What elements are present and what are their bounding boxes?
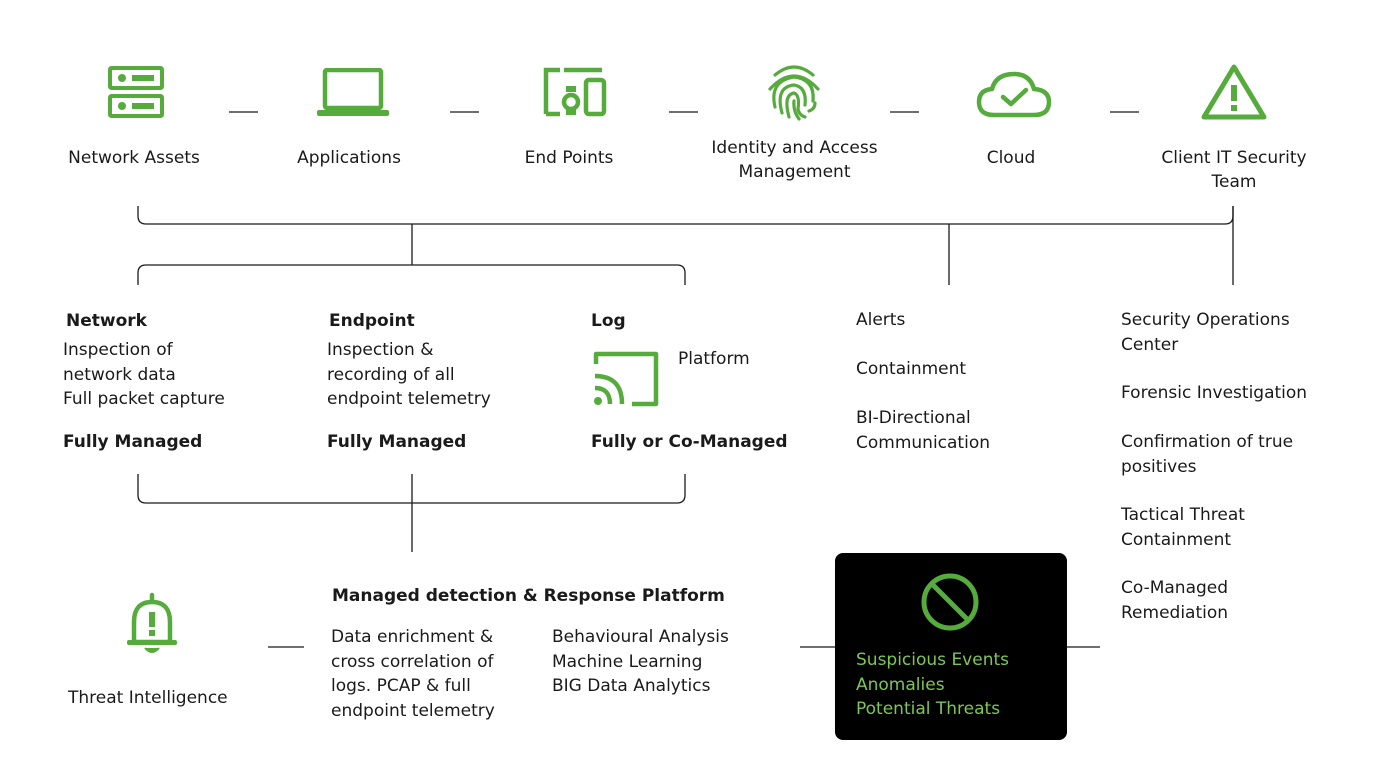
- top-label-end-points: End Points: [524, 148, 614, 168]
- soc-item: Confirmation of true positives: [1121, 432, 1294, 477]
- top-label-applications: Applications: [297, 148, 401, 168]
- cloud-check-icon: [976, 71, 1052, 119]
- log-platform-label: Platform: [678, 349, 750, 369]
- laptop-icon: [317, 68, 389, 118]
- suspicious-events-box: Suspicious Events Anomalies Potential Th…: [835, 553, 1067, 740]
- network-description: Inspection of network data Full packet c…: [63, 338, 303, 412]
- devices-icon: [540, 66, 608, 118]
- mdr-line: Behavioural Analysis: [552, 627, 729, 647]
- mdr-line: Data enrichment &: [331, 627, 494, 647]
- mdr-column-1: Data enrichment & cross correlation of l…: [331, 625, 531, 723]
- warning-icon: [1200, 63, 1268, 121]
- top-label-network-assets: Network Assets: [68, 148, 200, 168]
- mdr-title: Managed detection & Response Platform: [332, 586, 725, 606]
- endpoint-line: endpoint telemetry: [327, 389, 491, 409]
- prohibited-icon: [919, 571, 981, 633]
- top-label-cloud: Cloud: [986, 148, 1036, 168]
- mdr-line: BIG Data Analytics: [552, 676, 711, 696]
- bell-alert-icon: [124, 592, 180, 658]
- network-line: Full packet capture: [63, 389, 225, 409]
- cast-icon: [592, 350, 662, 408]
- soc-item: Security Operations Center: [1121, 310, 1290, 355]
- top-label-client-it: Client IT Security Team: [1161, 148, 1307, 192]
- soc-item: Co-Managed Remediation: [1121, 578, 1229, 623]
- server-icon: [108, 66, 166, 120]
- top-label-identity: Identity and Access Management: [711, 138, 878, 182]
- suspicious-line: Anomalies: [856, 674, 945, 695]
- mdr-line: endpoint telemetry: [331, 700, 495, 721]
- action-containment: Containment: [856, 359, 967, 379]
- action-alerts: Alerts: [856, 310, 906, 330]
- mdr-line: Machine Learning: [552, 651, 703, 672]
- endpoint-description: Inspection & recording of all endpoint t…: [327, 338, 567, 412]
- mdr-line: logs. PCAP & full: [331, 676, 471, 696]
- soc-item: Forensic Investigation: [1121, 383, 1308, 403]
- threat-intel-label: Threat Intelligence: [68, 688, 228, 708]
- action-bidirectional: BI-Directional Communication: [856, 408, 990, 453]
- fingerprint-icon: [765, 63, 823, 121]
- sources-bracket-top: [137, 264, 686, 285]
- network-line: network data: [63, 364, 176, 385]
- endpoint-line: Inspection &: [327, 340, 434, 360]
- endpoint-line: recording of all: [327, 364, 455, 385]
- top-bracket: [137, 206, 1234, 225]
- log-management: Fully or Co-Managed: [591, 432, 788, 452]
- network-line: Inspection of: [63, 340, 173, 360]
- suspicious-line: Suspicious Events: [856, 650, 1009, 670]
- endpoint-title: Endpoint: [329, 311, 415, 331]
- suspicious-events-list: Suspicious Events Anomalies Potential Th…: [856, 648, 1061, 722]
- network-title: Network: [66, 311, 147, 331]
- network-management: Fully Managed: [63, 432, 203, 452]
- soc-item: Tactical Threat Containment: [1121, 505, 1245, 550]
- endpoint-management: Fully Managed: [327, 432, 467, 452]
- mdr-column-2: Behavioural Analysis Machine Learning BI…: [552, 625, 772, 699]
- suspicious-line: Potential Threats: [856, 699, 1001, 719]
- mdr-line: cross correlation of: [331, 651, 494, 672]
- log-title: Log: [591, 311, 626, 331]
